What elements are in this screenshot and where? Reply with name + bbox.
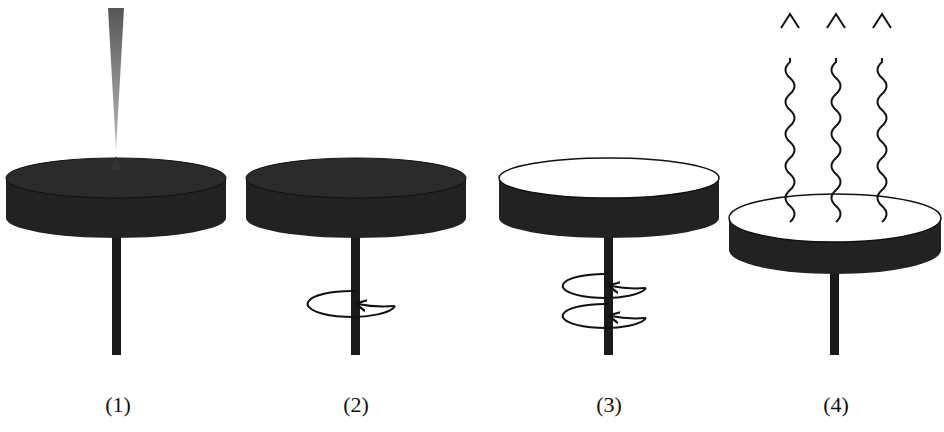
rotation-arrow-head bbox=[611, 286, 646, 288]
rotation-arrow bbox=[563, 304, 646, 328]
figure-label: (2) bbox=[343, 392, 369, 418]
surface-bump bbox=[110, 156, 122, 170]
disk-top bbox=[246, 158, 466, 198]
rotation-arrow bbox=[308, 291, 395, 317]
emission-arrowhead bbox=[827, 14, 845, 28]
disk-figure-1 bbox=[6, 8, 226, 355]
emission-wave bbox=[832, 58, 841, 222]
rotation-arrow bbox=[563, 274, 646, 298]
disk-figure-2 bbox=[246, 158, 466, 355]
disk-figure-4 bbox=[729, 14, 941, 355]
rotation-arrow-head bbox=[611, 316, 646, 318]
figure-label: (3) bbox=[596, 392, 622, 418]
emission-wave bbox=[786, 58, 795, 222]
disk-top bbox=[729, 194, 941, 242]
emission-arrowhead bbox=[873, 14, 891, 28]
figure-label: (1) bbox=[105, 392, 131, 418]
rotation-arrow-head bbox=[358, 304, 395, 306]
shaft bbox=[112, 225, 121, 355]
disk-figure-3 bbox=[499, 158, 719, 355]
emission-arrowhead bbox=[781, 14, 799, 28]
disk-top bbox=[499, 158, 719, 198]
figure-label: (4) bbox=[823, 392, 849, 418]
probe-tip bbox=[108, 8, 124, 150]
emission-wave bbox=[878, 58, 887, 222]
shaft bbox=[604, 225, 613, 355]
